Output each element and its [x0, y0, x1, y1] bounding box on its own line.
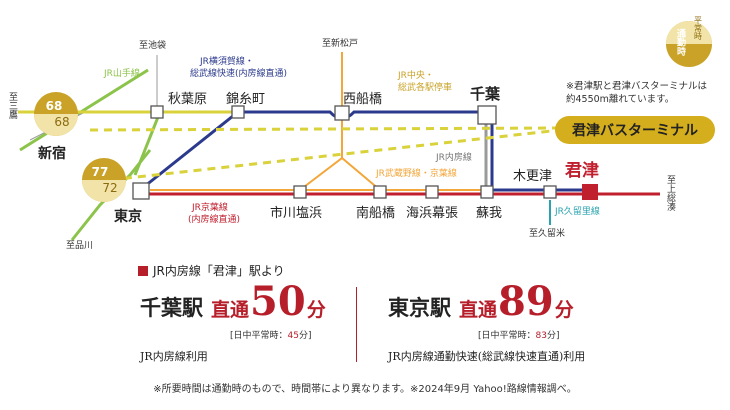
chiba-normal-time: [日中平常時：45分] [230, 331, 312, 341]
label-minamifunabashi: 南船橋 [356, 205, 395, 221]
label-kisarazu: 木更津 [513, 169, 552, 184]
line-label-yokosuka-2: 総武線快速(内房線直通) [190, 67, 287, 79]
yamanote-east [133, 111, 162, 176]
label-ichikawa: 市川塩浜 [270, 205, 322, 221]
label-soga: 蘇我 [476, 206, 502, 221]
label-chiba: 千葉 [470, 85, 501, 103]
line-label-kururi: JR久留里線 [554, 205, 600, 217]
chiba-note: JR内房線利用 [140, 350, 208, 363]
label-shinjuku: 新宿 [38, 145, 66, 162]
summary-heading: JR内房線「君津」駅より [138, 262, 285, 279]
dir-shinagawa: 至品川 [66, 240, 93, 251]
bus-distance-note: ※君津駅と君津バスターミナルは 約4550m離れています。 [566, 81, 707, 105]
dir-mitaka: 至三鷹 [7, 92, 18, 120]
station-soga [480, 185, 494, 199]
svg-text:68: 68 [54, 115, 69, 129]
footnote: ※所要時間は通勤時のもので、時間帯により異なります。※2024年9月 Yahoo… [153, 384, 577, 395]
label-tokyo: 東京 [114, 208, 142, 225]
station-minamifunabashi [373, 185, 387, 199]
station-akihabara [150, 105, 164, 119]
station-kinshicho [231, 105, 245, 119]
line-label-musashino: JR武蔵野線・京葉線 [375, 167, 457, 179]
line-label-chuo-1: JR中央・ [397, 69, 434, 81]
dir-ikebukuro: 至池袋 [139, 39, 166, 51]
bus-dash-1 [89, 126, 561, 132]
tokyo-normal-time: [日中平常時：83分] [478, 331, 560, 341]
svg-text:68: 68 [46, 99, 63, 113]
chiba-time-block: 千葉駅 直通 50 分 [日中平常時：45分] JR内房線利用 [140, 278, 326, 364]
station-tokyo [132, 182, 150, 200]
bus-terminal-label: 君津バスターミナル [571, 122, 698, 139]
dir-kazusa: 至上総湊 [665, 175, 676, 212]
dir-shinmatsudo: 至新松戸 [322, 37, 358, 49]
station-nishifunabashi [334, 105, 350, 121]
station-kaihin [425, 185, 439, 199]
station-kisarazu [543, 185, 557, 199]
tokyo-note: JR内房線通勤快速(総武線快速直通)利用 [388, 350, 586, 363]
tokyo-minutes: 89 [498, 278, 554, 325]
summary-divider [356, 287, 357, 362]
label-kinshicho: 錦糸町 [226, 91, 265, 107]
station-kimitsu [582, 184, 598, 200]
line-label-keiyo-2: (内房線直通) [188, 213, 240, 225]
tokyo-station-name: 東京駅 [388, 295, 451, 320]
line-label-uchibo: JR内房線 [435, 151, 472, 163]
commute-normal-badge: 通勤時 平常時 [666, 16, 712, 67]
label-kaihin: 海浜幕張 [406, 206, 458, 221]
line-label-yamanote: JR山手線 [103, 67, 140, 79]
svg-text:平常時: 平常時 [694, 16, 703, 40]
chiba-minutes: 50 [250, 278, 306, 325]
label-akihabara: 秋葉原 [168, 92, 207, 107]
label-kimitsu: 君津 [565, 160, 599, 181]
tokyo-time-badge: 77 72 [82, 158, 126, 202]
svg-text:通勤時: 通勤時 [675, 27, 686, 56]
heading-square-icon [138, 265, 148, 276]
label-nishifunabashi: 西船橋 [343, 92, 382, 107]
line-label-keiyo-1: JR京葉線 [191, 201, 228, 213]
chiba-station-name: 千葉駅 [140, 295, 203, 320]
svg-text:72: 72 [102, 181, 117, 195]
bus-dash-2 [109, 128, 561, 182]
station-chiba [477, 105, 497, 125]
shinjuku-time-badge: 68 68 [34, 92, 78, 136]
musashino-line [299, 112, 381, 191]
station-ichikawa [293, 185, 307, 199]
bus-terminal-pill [555, 116, 715, 144]
dir-kururi: 至久留米 [529, 227, 565, 239]
svg-text:77: 77 [92, 165, 109, 179]
line-label-yokosuka-1: JR横須賀線・ [199, 55, 254, 67]
tokyo-time-block: 東京駅 直通 89 分 [日中平常時：83分] JR内房線通勤快速(総武線快速直… [388, 278, 586, 364]
line-label-chuo-2: 総武各駅停車 [398, 81, 452, 93]
